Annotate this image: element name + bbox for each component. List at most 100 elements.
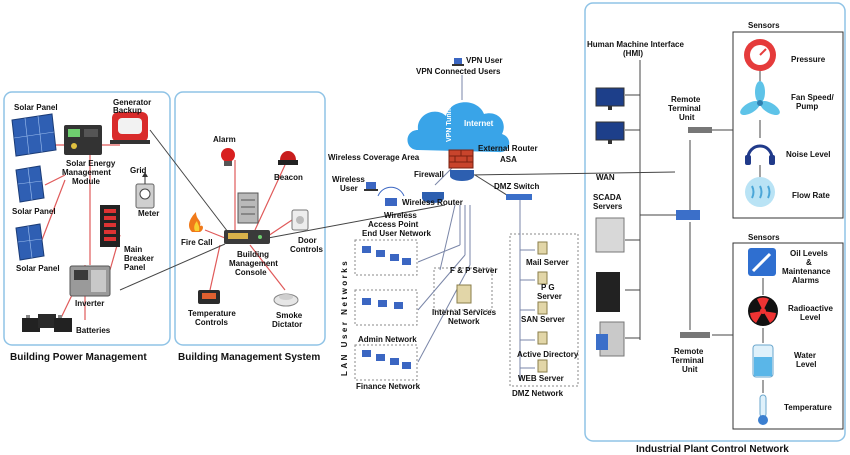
fan-icon <box>740 81 780 115</box>
wan-label: WAN <box>596 173 615 182</box>
sensors-frame-2 <box>732 242 844 430</box>
lan-vertical-label: LAN User Networks <box>340 259 349 376</box>
hmi-label: Human Machine Interface(HMI) <box>587 40 684 58</box>
wireless-router-label: Wireless Router <box>402 198 463 207</box>
wireless-user-icon <box>364 182 378 191</box>
inverter-label: Inverter <box>75 299 104 308</box>
end-user-box <box>354 239 418 276</box>
dmz-switch-label: DMZ Switch <box>494 182 539 191</box>
pressure-label: Pressure <box>791 55 826 64</box>
sensors-frame-1 <box>732 31 844 219</box>
solar-panel-2-icon <box>15 165 45 203</box>
vpn-connected-label: VPN Connected Users <box>416 67 501 76</box>
plant-frame <box>584 2 846 442</box>
alarm-icon <box>221 148 235 166</box>
smoke-detector-icon <box>273 293 299 307</box>
bms-frame <box>174 91 326 346</box>
ad-label: Active Directory <box>517 350 579 359</box>
bms-title: Building Management System <box>178 352 320 363</box>
batteries-icon <box>22 314 72 332</box>
fan-label: Fan Speed/Pump <box>791 93 834 111</box>
meter-label: Meter <box>138 209 159 218</box>
breaker-panel-icon <box>100 205 120 247</box>
generator-icon <box>110 112 150 144</box>
inverter-icon <box>69 265 111 297</box>
sensors-1-label: Sensors <box>748 21 780 30</box>
end-user-computers <box>362 246 411 265</box>
fire-call-label: Fire Call <box>181 238 213 247</box>
lan-lines <box>417 75 535 380</box>
fp-server-label: F & P Server <box>450 266 497 275</box>
san-server-label: SAN Server <box>521 315 565 324</box>
finance-computers <box>362 350 411 369</box>
vpn-user-label: VPN User <box>466 56 502 65</box>
beacon-label: Beacon <box>274 173 303 182</box>
firewall-label: Firewall <box>414 170 444 179</box>
dmz-switch-icon <box>506 194 532 200</box>
mail-server-label: Mail Server <box>526 258 569 267</box>
solar-panel-1-icon <box>11 113 57 157</box>
solar-panel-2-label: Solar Panel <box>12 207 56 216</box>
hmi-monitor-2 <box>595 121 625 144</box>
internet-label: Internet <box>464 119 494 128</box>
beacon-icon <box>278 151 298 165</box>
thermometer-icon <box>758 394 768 425</box>
end-user-label: End User Network <box>362 229 431 238</box>
admin-box <box>354 289 418 326</box>
temperature-label: Temperature <box>784 403 832 412</box>
fire-icon <box>189 212 203 232</box>
internet-cloud <box>407 102 510 153</box>
temperature-controls-icon <box>198 290 220 304</box>
power-frame <box>3 91 171 346</box>
data-lines <box>119 60 764 393</box>
plant-title: Industrial Plant Control Network <box>636 444 789 455</box>
pressure-icon <box>744 39 776 71</box>
water-level-icon <box>752 344 774 378</box>
radioactive-icon <box>748 296 778 326</box>
plant-switch-icon <box>676 210 700 220</box>
dmz-network-label: DMZ Network <box>512 389 564 398</box>
external-router-label: External Router <box>478 144 538 153</box>
alarm-label: Alarm <box>213 135 236 144</box>
external-router-icon <box>450 170 474 181</box>
dmz-box <box>509 233 579 387</box>
hmi-monitor-1 <box>595 87 625 110</box>
batteries-label: Batteries <box>76 326 111 335</box>
noise-label: Noise Level <box>786 150 830 159</box>
grid-label: Grid <box>130 166 147 175</box>
solar-panel-3-icon <box>15 223 45 261</box>
solar-panel-3-label: Solar Panel <box>16 264 60 273</box>
rtu-1-icon <box>688 127 712 133</box>
meter-icon <box>135 172 155 209</box>
wireless-router-icon <box>422 192 444 203</box>
scada-server-2 <box>596 272 620 312</box>
wrench-icon <box>748 248 776 276</box>
fp-server-icon <box>456 284 472 304</box>
internal-box <box>433 267 493 311</box>
server-rack-icon <box>237 192 259 224</box>
door-controls-icon <box>291 209 309 231</box>
finance-box <box>354 344 418 381</box>
solar-panel-1-label: Solar Panel <box>14 103 58 112</box>
access-point-icon <box>377 186 405 206</box>
power-title: Building Power Management <box>10 352 147 363</box>
finance-label: Finance Network <box>356 382 421 391</box>
flow-label: Flow Rate <box>792 191 830 200</box>
admin-computers <box>362 298 403 309</box>
firewall-icon <box>448 149 474 169</box>
web-server-label: WEB Server <box>518 374 564 383</box>
rtu-2-icon <box>680 332 710 338</box>
